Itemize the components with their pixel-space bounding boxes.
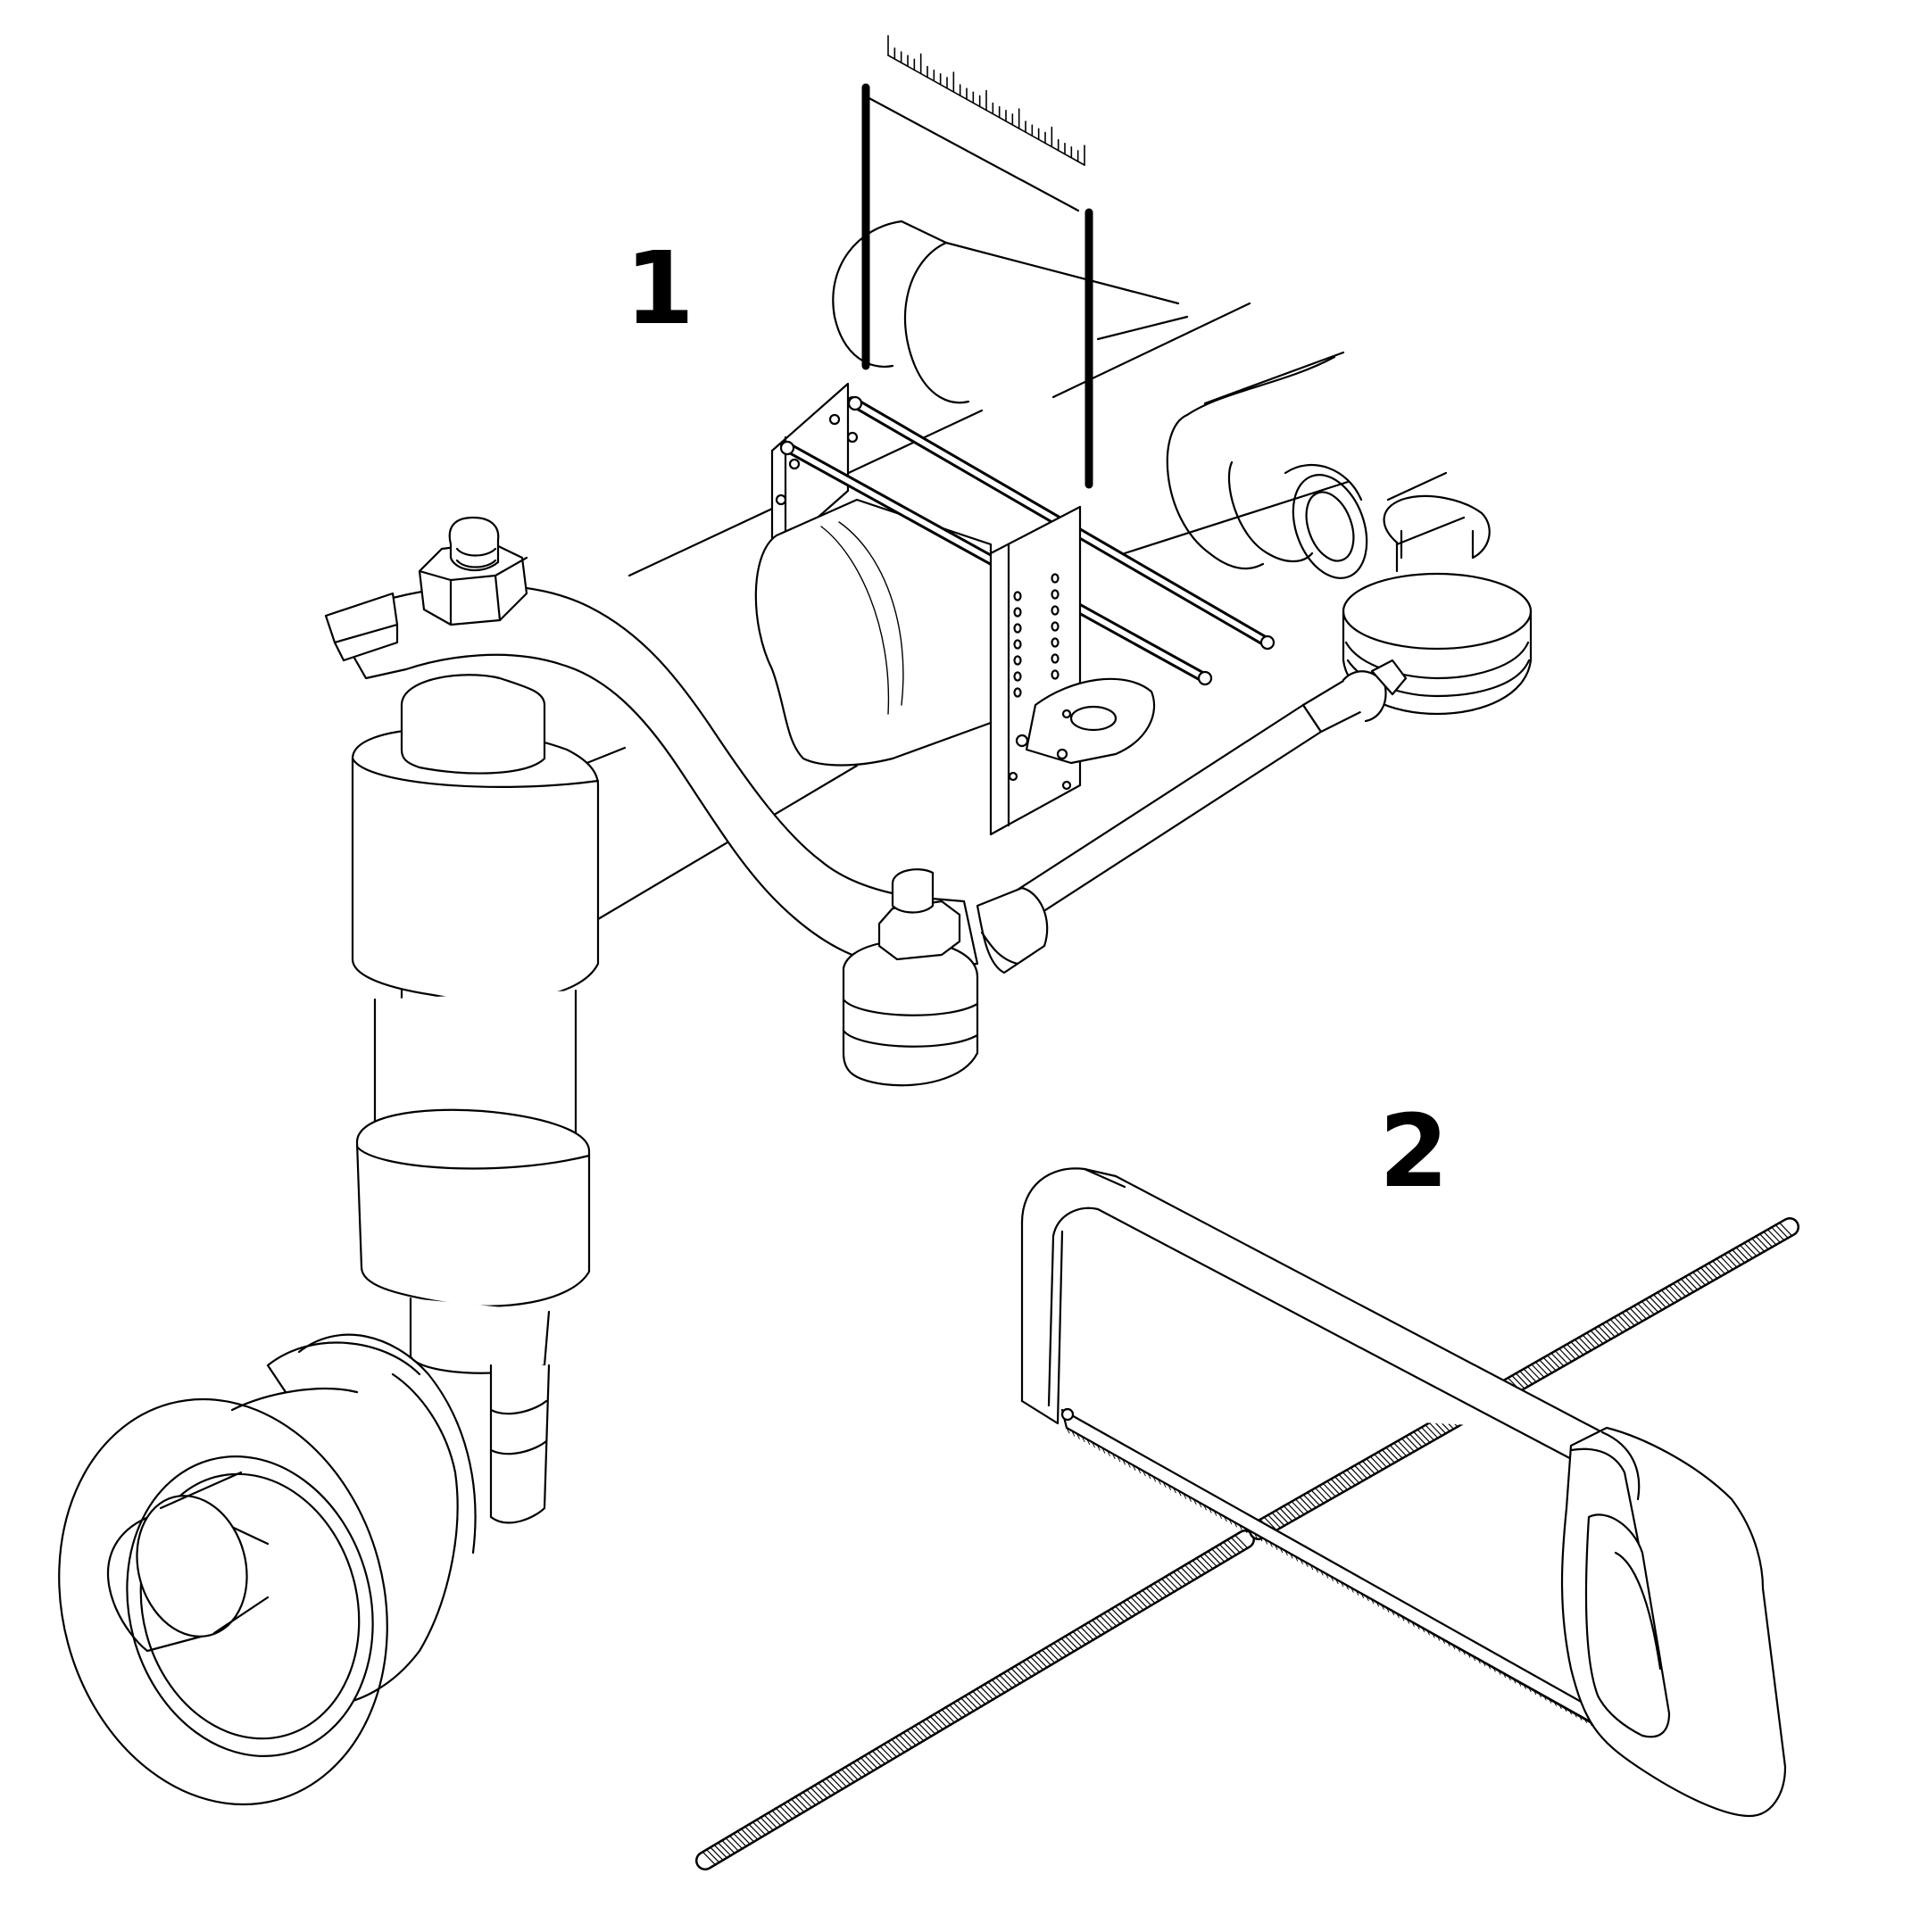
kingpin-assembly-left xyxy=(351,674,600,1524)
spring-eye xyxy=(1166,351,1466,579)
measuring-frame xyxy=(861,83,1093,489)
frame-plate-right xyxy=(989,505,1156,836)
threaded-rod-long xyxy=(695,1217,1799,1870)
tie-rod xyxy=(976,659,1408,974)
tie-rod-end-left xyxy=(842,868,979,1087)
step-number-2: 2 xyxy=(1379,1094,1449,1210)
plate-holes xyxy=(1013,573,1060,698)
step-number-1: 1 xyxy=(625,231,694,347)
wheel-hub xyxy=(58,1333,477,1806)
hacksaw xyxy=(1020,1167,1787,1818)
steering-arm xyxy=(324,584,979,970)
differential-housing xyxy=(754,498,993,767)
frame-plate-left xyxy=(770,382,859,560)
nut-top xyxy=(418,516,528,626)
tie-rod-end-right xyxy=(1342,494,1533,716)
measuring-scale xyxy=(887,35,1085,166)
